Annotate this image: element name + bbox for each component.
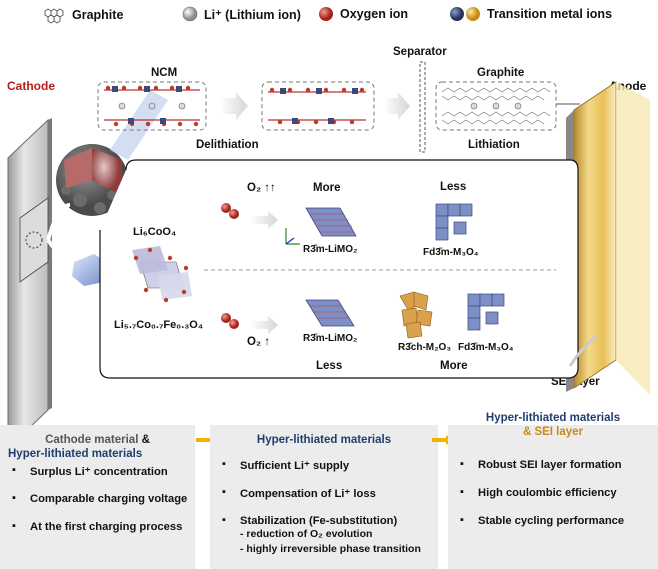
panel-hyper-lithiated: Hyper-lithiated materials Sufficient Li⁺… <box>210 425 438 569</box>
graphite-icon <box>44 8 64 24</box>
more-bottom-label: More <box>440 360 468 372</box>
compound-li6coo4: Li₆CoO₄ <box>133 226 177 238</box>
list-item: Surplus Li⁺ concentration <box>12 464 187 493</box>
list-item: Robust SEI layer formation <box>460 458 624 487</box>
lithiation-label: Lithiation <box>468 139 520 151</box>
compound-li57co07fe03o4: Li₅.₇Co₀.₇Fe₀.₃O₄ <box>114 319 204 331</box>
legend-transition-metal-label: Transition metal ions <box>487 7 613 21</box>
panel-sei-subtitle: & SEI layer <box>522 426 584 438</box>
separator-label: Separator <box>393 46 447 58</box>
panel-cathode-title: Cathode material & <box>45 434 150 446</box>
legend-oxygen: Oxygen ion <box>318 6 408 22</box>
legend-graphite-label: Graphite <box>72 8 124 22</box>
phase-fd3m-bottom: Fd3̄m-M₃O₄ <box>458 342 514 353</box>
panel-cathode-list: Surplus Li⁺ concentration Comparable cha… <box>12 464 187 549</box>
transition-metal-icon <box>450 7 480 21</box>
panel-hyper-subitem: - reduction of O₂ evolution <box>240 528 373 540</box>
ncm-label: NCM <box>151 67 178 79</box>
panel-cathode-subtitle: Hyper-lithiated materials <box>8 448 143 460</box>
less-bottom-label: Less <box>316 360 343 372</box>
o2-evolution-high: O₂ ↑↑ <box>247 182 276 194</box>
panel-sei-title: Hyper-lithiated materials <box>485 412 621 424</box>
graphite-label: Graphite <box>477 67 525 79</box>
panel-sei-list: Robust SEI layer formation High coulombi… <box>460 458 624 543</box>
phase-r3m-top: R3̄m-LiMO₂ <box>303 244 358 255</box>
battery-illustration <box>7 61 650 425</box>
more-top-label: More <box>313 182 341 194</box>
list-item: Stable cycling performance <box>460 514 624 543</box>
lithium-ion-icon <box>182 6 198 22</box>
list-item: Sufficient Li⁺ supply <box>222 458 397 487</box>
phase-r3ch: R3̄ch-M₂O₃ <box>398 342 451 353</box>
list-item: High coulombic efficiency <box>460 486 624 515</box>
oxygen-ion-icon <box>319 7 333 21</box>
list-item: Comparable charging voltage <box>12 492 187 521</box>
cathode-label: Cathode <box>7 79 55 93</box>
o2-evolution-low: O₂ ↑ <box>247 336 270 348</box>
legend-transition-metal: Transition metal ions <box>449 6 612 22</box>
panel-hyper-title: Hyper-lithiated materials <box>256 434 392 446</box>
phase-fd3m-top: Fd3̄m-M₃O₄ <box>423 247 479 258</box>
list-item: At the first charging process <box>12 520 187 549</box>
phase-r3m-bottom: R3̄m-LiMO₂ <box>303 333 358 344</box>
legend-lithium: Li⁺ (Lithium ion) <box>182 6 301 22</box>
legend-oxygen-label: Oxygen ion <box>340 7 409 21</box>
less-top-label: Less <box>440 181 467 193</box>
delithiation-label: Delithiation <box>196 139 259 151</box>
panel-cathode: Cathode material & Hyper-lithiated mater… <box>0 425 195 569</box>
list-item: Compensation of Li⁺ loss <box>222 486 397 515</box>
legend-graphite: Graphite <box>40 6 123 24</box>
list-item: Stabilization (Fe-substitution) <box>222 514 397 543</box>
panel-hyper-subitem: - highly irreversible phase transition <box>240 543 421 555</box>
panel-sei: Hyper-lithiated materials & SEI layer Ro… <box>448 412 658 569</box>
panel-hyper-list: Sufficient Li⁺ supply Compensation of Li… <box>222 458 397 543</box>
legend-lithium-label: Li⁺ (Lithium ion) <box>204 7 301 22</box>
